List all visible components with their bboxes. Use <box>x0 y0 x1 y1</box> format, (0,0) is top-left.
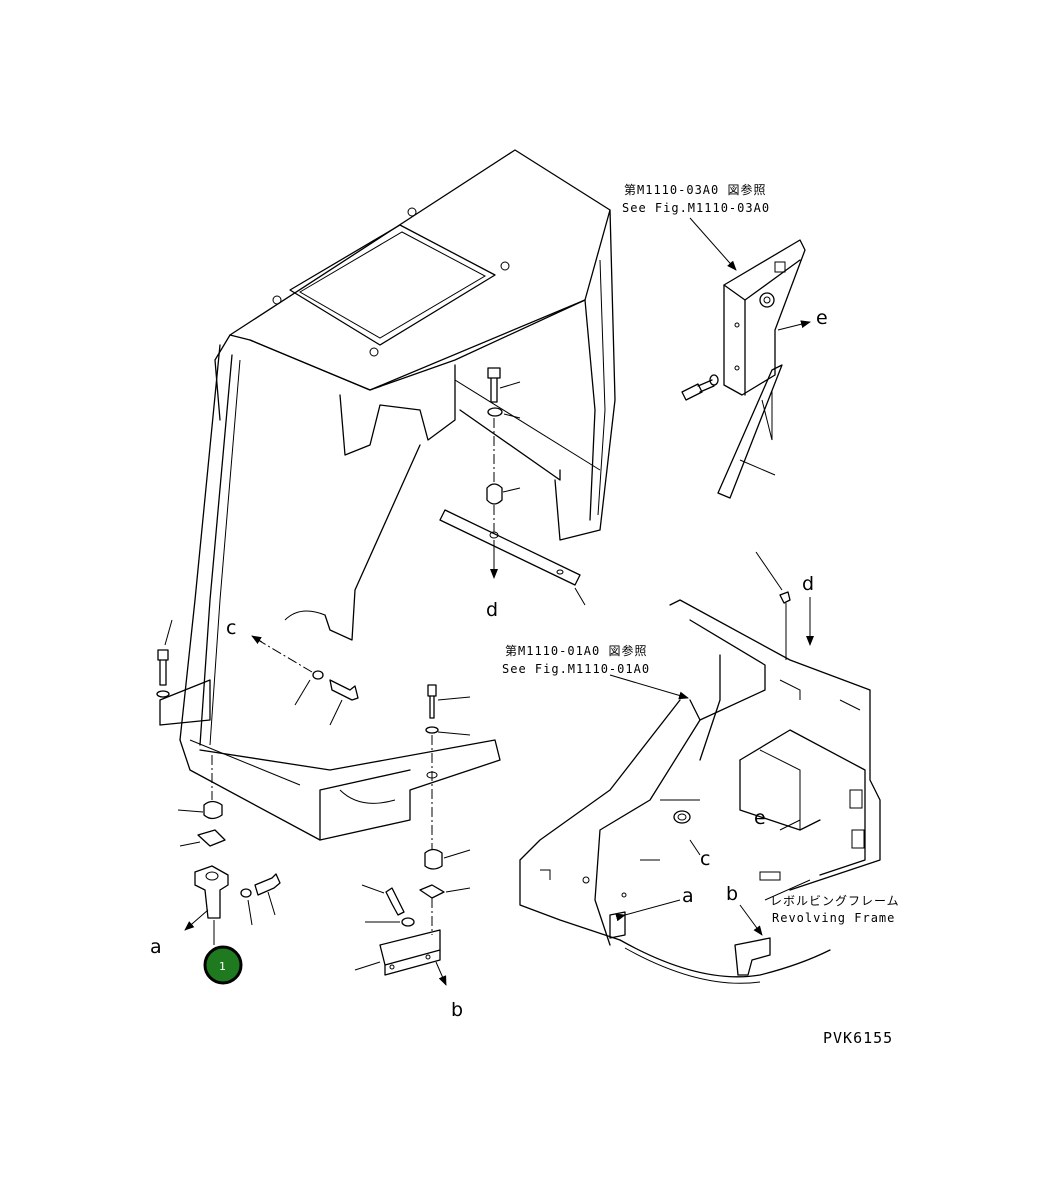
front-right-mount <box>354 684 471 986</box>
part-callout-1[interactable]: 1 <box>203 945 243 985</box>
revolving-frame <box>519 551 881 984</box>
label-b-right: b <box>726 883 738 905</box>
frame-reference-en: See Fig.M1110-01A0 <box>502 662 650 676</box>
label-d-left: d <box>486 599 498 621</box>
label-c-left: c <box>226 617 236 639</box>
revolving-frame-label-jp: レボルビングフレーム <box>770 894 900 908</box>
revolving-frame-label-en: Revolving Frame <box>772 911 895 925</box>
frame-reference-jp: 第M1110-01A0 図参照 <box>505 643 647 658</box>
left-side-bolts <box>156 619 359 726</box>
front-left-mount <box>177 755 281 945</box>
label-e-right: e <box>754 807 766 829</box>
part-callout-number: 1 <box>219 960 226 973</box>
drawing-code: PVK6155 <box>823 1029 893 1047</box>
cab-reference-en: See Fig.M1110-03A0 <box>622 201 770 215</box>
label-b-left: b <box>451 999 463 1021</box>
label-a-left: a <box>150 936 162 958</box>
label-d-right: d <box>802 573 814 595</box>
label-e-top: e <box>816 307 828 329</box>
top-mount-assembly <box>439 367 586 606</box>
label-c-right: c <box>700 848 710 870</box>
cab-reference-jp: 第M1110-03A0 図参照 <box>624 182 766 197</box>
cab-frame <box>159 149 616 841</box>
rear-mount-bracket <box>681 217 811 499</box>
label-a-right: a <box>682 885 694 907</box>
